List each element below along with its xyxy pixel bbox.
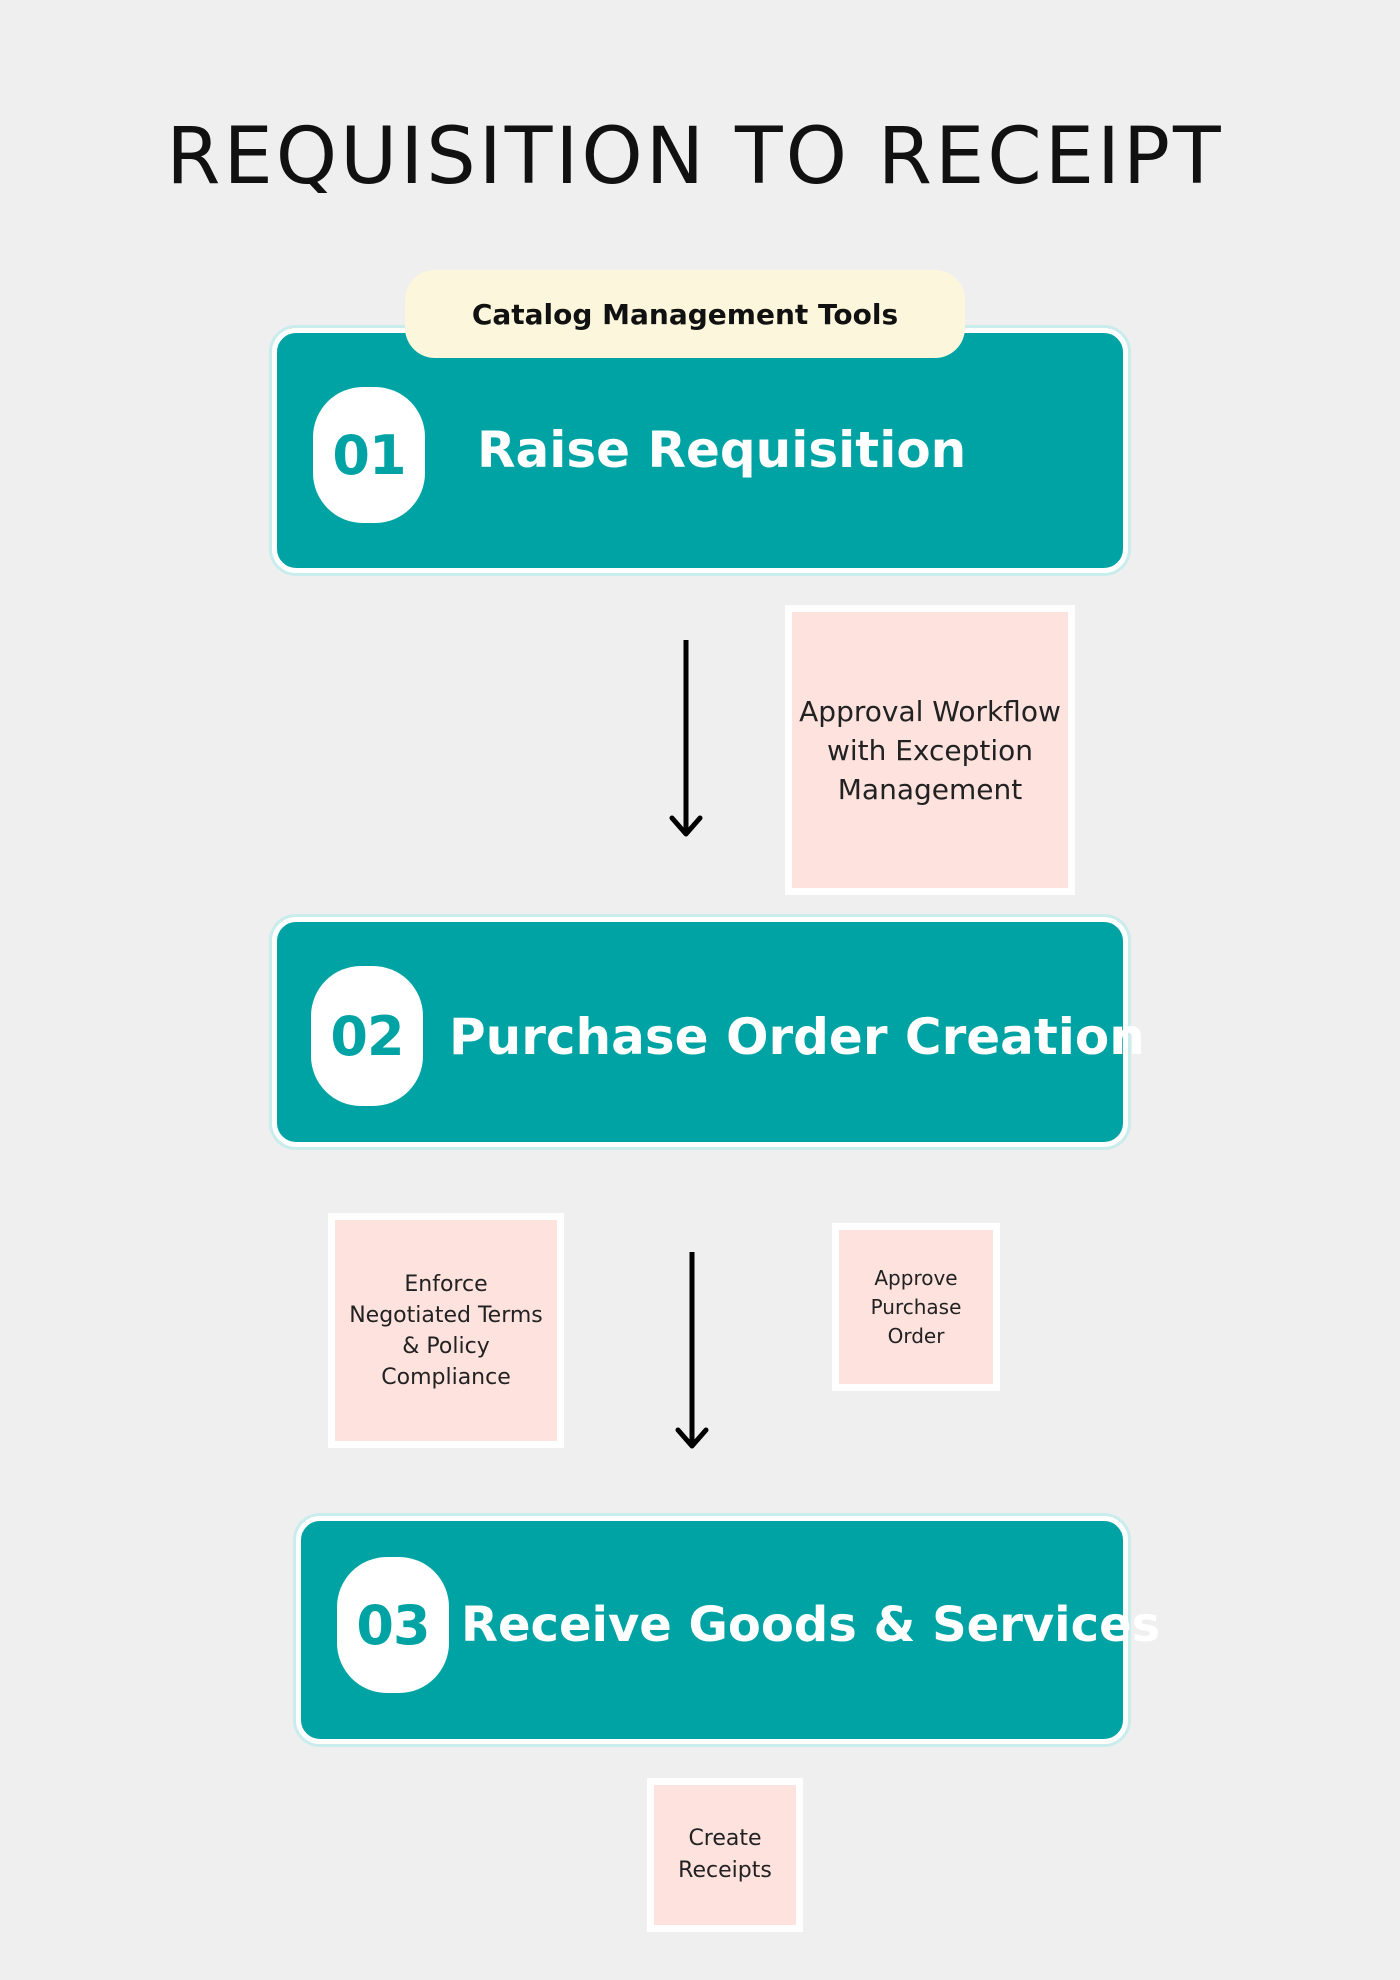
step-number-badge: 03 xyxy=(337,1557,449,1693)
step-receive-goods: 03 Receive Goods & Services xyxy=(296,1516,1160,1744)
note-text: Approval Workflow with Exception Managem… xyxy=(799,694,1061,806)
down-arrow-icon xyxy=(669,640,703,837)
step-title: Receive Goods & Services xyxy=(461,1597,1161,1653)
approve-po-note: Approve Purchase Order xyxy=(832,1223,1000,1391)
approval-workflow-note: Approval Workflow with Exception Managem… xyxy=(785,605,1075,895)
create-receipts-note: Create Receipts xyxy=(647,1778,803,1932)
note-text: Approve Purchase Order xyxy=(870,1265,962,1348)
note-text: Create Receipts xyxy=(678,1826,772,1883)
step-number-badge: 01 xyxy=(313,387,425,523)
step-purchase-order-creation: 02 Purchase Order Creation xyxy=(272,917,1145,1147)
step-raise-requisition: 01 Raise Requisition xyxy=(272,328,1128,573)
catalog-tools-tag: Catalog Management Tools xyxy=(405,270,965,358)
page-title: REQUISITION TO RECEIPT xyxy=(166,112,1224,202)
step-title: Raise Requisition xyxy=(477,421,967,479)
enforce-terms-note: Enforce Negotiated Terms & Policy Compli… xyxy=(328,1213,564,1448)
down-arrow-icon xyxy=(675,1252,709,1449)
step-number-badge: 02 xyxy=(311,966,423,1106)
step-title: Purchase Order Creation xyxy=(449,1008,1145,1066)
note-text: Enforce Negotiated Terms & Policy Compli… xyxy=(349,1271,543,1390)
